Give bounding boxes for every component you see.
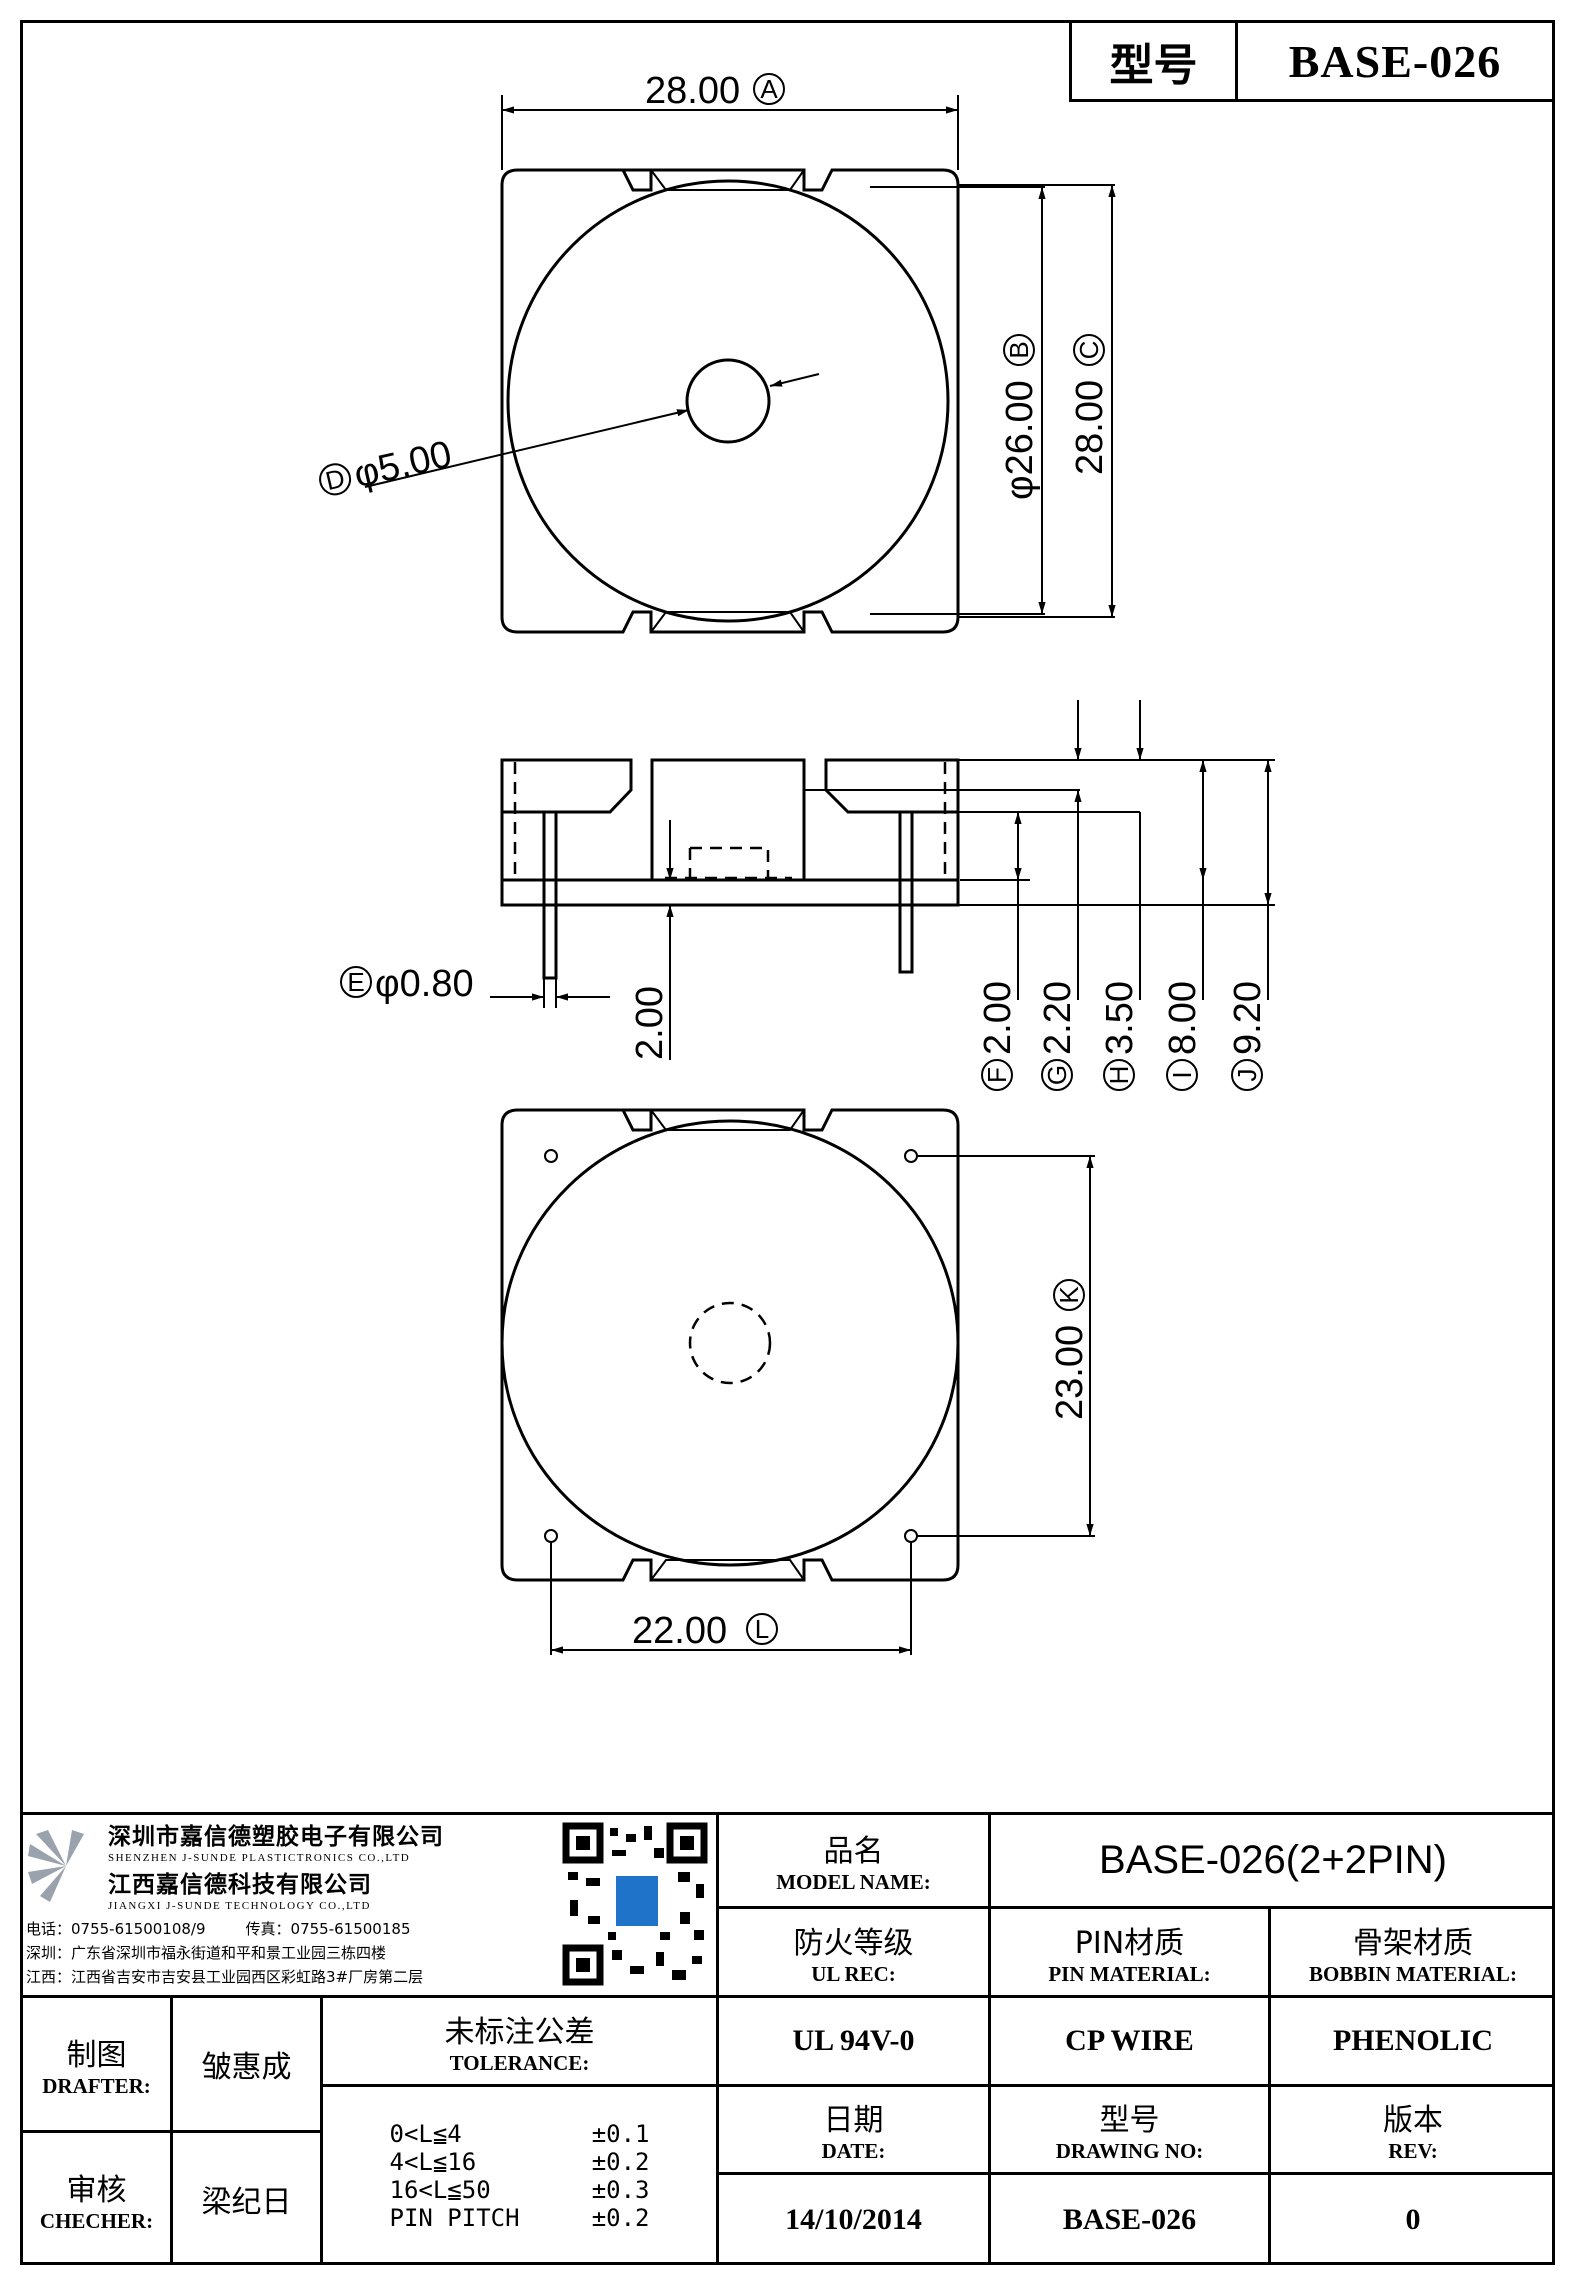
dim-K-tag: K	[1054, 1286, 1084, 1304]
pin-hole	[544, 1149, 558, 1163]
dim-G-value: 2.20	[1037, 981, 1079, 1055]
checker-name: 梁纪日	[201, 2185, 292, 2220]
center-hole-hidden	[688, 1301, 772, 1385]
drawing-no-label: 型号 DRAWING NO:	[1055, 2103, 1204, 2163]
pin-material-value: CP WIRE	[1065, 2024, 1194, 2057]
dim-H-value: 3.50	[1099, 981, 1141, 1055]
company-phone: 电话：0755-61500108/9	[26, 1920, 206, 1938]
dim-G-tag: G	[1042, 1065, 1072, 1085]
pin-hole	[904, 1529, 918, 1543]
dim-A-tag: A	[760, 74, 778, 104]
dim-I: 8.00 I	[1162, 981, 1204, 1091]
dim-B-value: φ26.00	[999, 380, 1041, 500]
model-name-label: 品名 MODEL NAME:	[776, 1834, 931, 1894]
qr-code	[560, 1820, 710, 1988]
company-address-shenzhen: 深圳：广东省深圳市福永街道和平和景工业园三栋四楼	[26, 1944, 387, 1962]
dim-E-value: φ0.80	[375, 963, 474, 1005]
company-address-jiangxi: 江西：江西省吉安市吉安县工业园西区彩虹路3#厂房第二层	[26, 1968, 424, 1986]
model-value: BASE-026	[1288, 35, 1502, 87]
dim-J: 9.20 J	[1227, 981, 1269, 1091]
dim-L-tag: L	[755, 1614, 769, 1644]
dim-L-value: 22.00	[632, 1610, 727, 1652]
drawing-frame	[20, 20, 1555, 2265]
dim-K-value: 23.00	[1049, 1325, 1091, 1420]
tolerance-row: PIN PITCH±0.2	[389, 2204, 650, 2232]
pin-hole	[544, 1529, 558, 1543]
dim-pin-length: 2.00	[629, 986, 671, 1060]
company-name-en-1: SHENZHEN J-SUNDE PLASTICTRONICS CO.,LTD	[108, 1852, 411, 1864]
rev-value: 0	[1405, 2203, 1421, 2236]
dim-D-value: φ5.00	[350, 433, 456, 496]
dim-J-tag: J	[1232, 1069, 1262, 1082]
dim-C: 28.00 C	[1069, 334, 1111, 475]
dim-C-value: 28.00	[1069, 380, 1111, 475]
title-block: 深圳市嘉信德塑胶电子有限公司 SHENZHEN J-SUNDE PLASTICT…	[20, 1812, 1555, 2265]
bobbin-circle	[506, 179, 950, 623]
drafter-label: 制图 DRAFTER:	[42, 2037, 151, 2098]
drafter-name: 皱惠成	[201, 2050, 292, 2085]
tolerance-table: 0<L≦4±0.1 4<L≦16±0.2 16<L≦50±0.3 PIN PIT…	[323, 2087, 716, 2265]
ul-rec-label: 防火等级 UL REC:	[793, 1925, 914, 1986]
dim-H: 3.50 H	[1099, 981, 1141, 1091]
model-label: 型号	[1072, 23, 1238, 99]
ul-rec-value: UL 94V-0	[792, 2024, 915, 2057]
dim-A-value: 28.00	[645, 70, 740, 112]
bobbin-material-value: PHENOLIC	[1332, 2024, 1494, 2057]
center-hole	[685, 358, 771, 444]
dim-B: φ26.00 B	[999, 334, 1041, 500]
drawing-no-value: BASE-026	[1062, 2203, 1197, 2236]
bobbin-circle-bottom	[500, 1119, 960, 1567]
technical-drawing: 28.00 A φ26.00 B 28.00 C D φ5.00	[319, 70, 1275, 1655]
checker-label: 审核 CHECHER:	[39, 2172, 154, 2233]
dim-pin-length-value: 2.00	[629, 986, 671, 1060]
tolerance-row: 4<L≦16±0.2	[389, 2148, 650, 2176]
pin-hole	[904, 1149, 918, 1163]
dim-J-value: 9.20	[1227, 981, 1269, 1055]
dim-I-tag: I	[1167, 1071, 1197, 1078]
company-fax: 传真：0755-61500185	[245, 1920, 411, 1938]
top-view	[364, 95, 1116, 634]
dim-E-tag: E	[347, 967, 364, 997]
company-name-cn-1: 深圳市嘉信德塑胶电子有限公司	[108, 1824, 444, 1850]
company-logo	[26, 1826, 106, 1906]
dim-L: 22.00 L	[632, 1610, 778, 1652]
dim-D: D φ5.00	[319, 433, 456, 496]
date-label: 日期 DATE:	[821, 2103, 886, 2163]
company-name-cn-2: 江西嘉信德科技有限公司	[108, 1872, 372, 1898]
dim-F-value: 2.00	[977, 981, 1019, 1055]
dim-B-tag: B	[1004, 341, 1034, 358]
model-header: 型号 BASE-026	[1069, 20, 1555, 102]
bobbin-material-label: 骨架材质 BOBBIN MATERIAL:	[1309, 1925, 1517, 1986]
rev-label: 版本 REV:	[1383, 2103, 1443, 2163]
dim-H-tag: H	[1104, 1066, 1134, 1085]
dim-E: E φ0.80	[340, 963, 474, 1005]
tolerance-label: 未标注公差 TOLERANCE:	[444, 2014, 595, 2075]
dim-C-tag: C	[1074, 341, 1104, 360]
tolerance-row: 16<L≦50±0.3	[389, 2176, 650, 2204]
model-name-value: BASE-026(2+2PIN)	[1099, 1838, 1447, 1882]
date-value: 14/10/2014	[785, 2203, 922, 2236]
side-view	[490, 700, 1275, 1060]
dim-I-value: 8.00	[1162, 981, 1204, 1055]
pin-material-label: PIN材质 PIN MATERIAL:	[1048, 1925, 1211, 1986]
tolerance-row: 0<L≦4±0.1	[389, 2120, 650, 2148]
company-name-en-2: JIANGXI J-SUNDE TECHNOLOGY CO.,LTD	[108, 1900, 371, 1912]
dim-K: 23.00 K	[1049, 1279, 1091, 1420]
bottom-view	[500, 1108, 1095, 1655]
dim-F: 2.00 F	[977, 981, 1019, 1091]
dim-F-tag: F	[982, 1067, 1012, 1083]
dim-A: 28.00 A	[645, 70, 785, 112]
dim-G: 2.20 G	[1037, 981, 1079, 1091]
